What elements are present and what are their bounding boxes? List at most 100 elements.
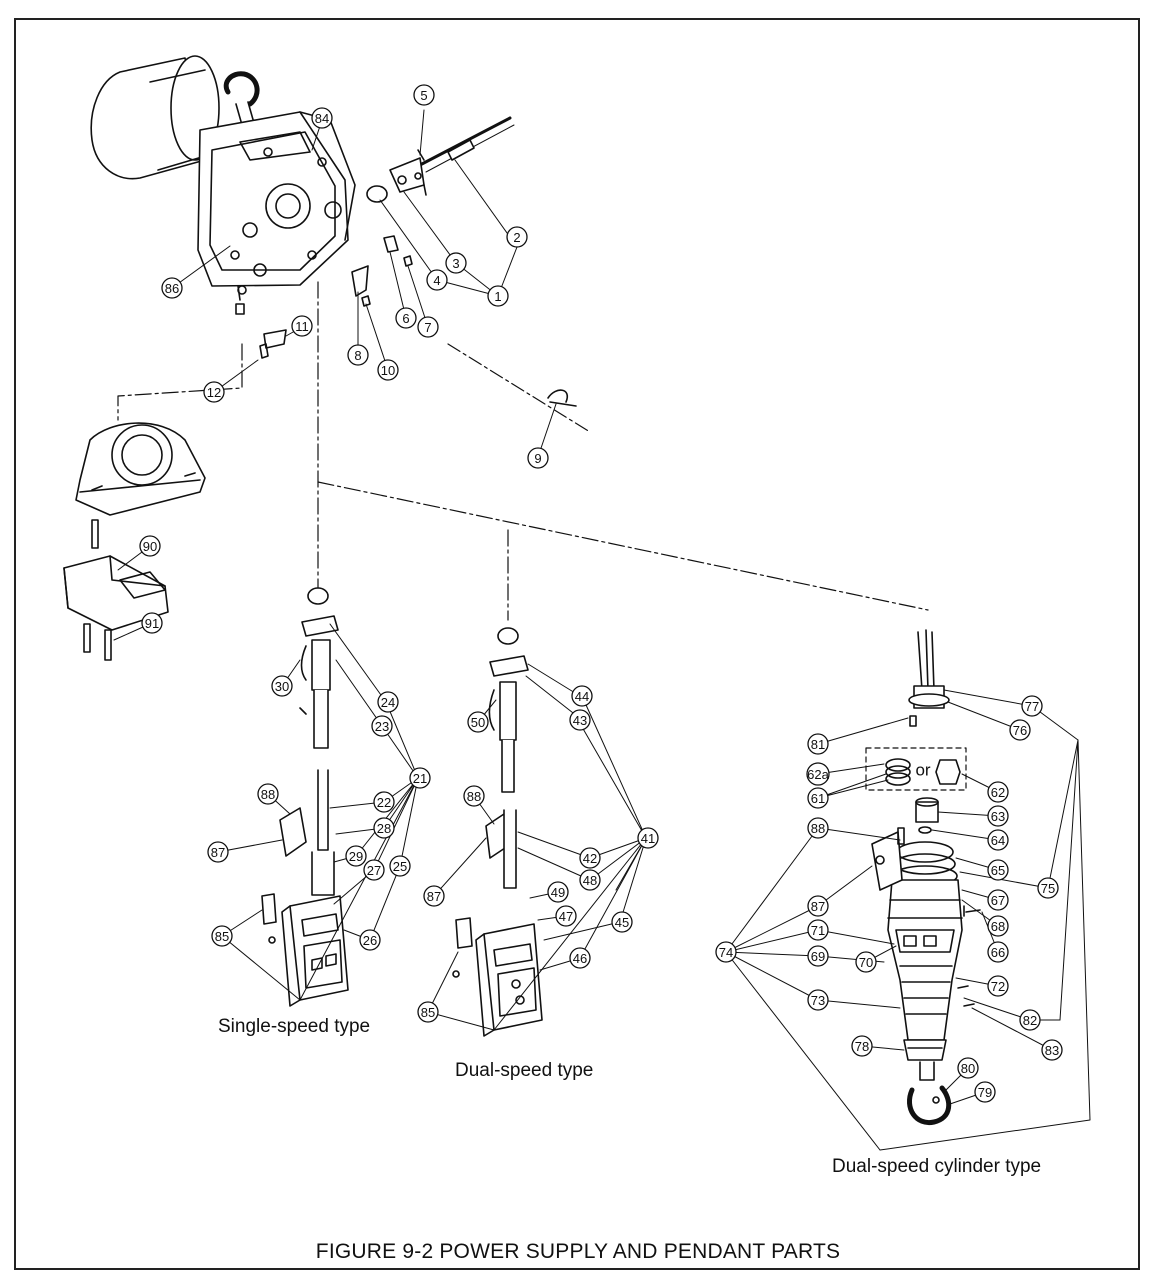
callout-26: 26 [359, 929, 381, 951]
callout-number: 2 [513, 230, 520, 245]
callout-47: 47 [555, 905, 577, 927]
callout-circle [445, 252, 467, 274]
callout-11: 11 [291, 315, 313, 337]
callout-24: 24 [377, 691, 399, 713]
callout-4: 4 [426, 269, 448, 291]
callout-number: 3 [452, 256, 459, 271]
callout-71: 71 [807, 919, 829, 941]
callout-circle [611, 911, 633, 933]
callout-circle [579, 869, 601, 891]
callout-circle [487, 285, 509, 307]
callout-circle [571, 685, 593, 707]
callout-circle [139, 535, 161, 557]
callout-number: 76 [1013, 723, 1027, 738]
callout-number: 84 [315, 111, 329, 126]
callout-circle [957, 1057, 979, 1079]
callout-circle [371, 715, 393, 737]
callout-84: 84 [311, 107, 333, 129]
callout-number: 63 [991, 809, 1005, 824]
callout-circle [389, 855, 411, 877]
callout-1: 1 [487, 285, 509, 307]
callout-number: 85 [215, 929, 229, 944]
hoist-body-drawing [90, 55, 356, 315]
callout-number: 10 [381, 363, 395, 378]
callout-number: 12 [207, 385, 221, 400]
callout-49: 49 [547, 881, 569, 903]
callout-circle [395, 307, 417, 329]
callout-number: 90 [143, 539, 157, 554]
callout-number: 30 [275, 679, 289, 694]
callout-number: 67 [991, 893, 1005, 908]
callout-circle [203, 381, 225, 403]
callout-number: 25 [393, 859, 407, 874]
callout-circle [347, 344, 369, 366]
callout-circle [807, 817, 829, 839]
callout-88: 88 [807, 817, 829, 839]
callout-29: 29 [345, 845, 367, 867]
callout-7: 7 [417, 316, 439, 338]
callout-circle [207, 841, 229, 863]
callout-number: 46 [573, 951, 587, 966]
callout-number: 75 [1041, 881, 1055, 896]
callout-72: 72 [987, 975, 1009, 997]
callout-10: 10 [377, 359, 399, 381]
caption-dual-speed: Dual-speed type [455, 1060, 594, 1081]
callout-number: 9 [534, 451, 541, 466]
dual-speed-cylinder-pendant-drawing [865, 629, 981, 1126]
callout-circle [1019, 1009, 1041, 1031]
callout-87: 87 [423, 885, 445, 907]
callout-85: 85 [211, 925, 233, 947]
caption-dual-speed-cylinder: Dual-speed cylinder type [832, 1156, 1042, 1177]
callout-62a: 62a [806, 762, 830, 786]
callout-82: 82 [1019, 1009, 1041, 1031]
callout-number: 49 [551, 885, 565, 900]
callout-number: 68 [991, 919, 1005, 934]
callout-number: 21 [413, 771, 427, 786]
callout-28: 28 [373, 817, 395, 839]
callout-circle [987, 915, 1009, 937]
callout-number: 83 [1045, 1043, 1059, 1058]
callout-66: 66 [987, 941, 1009, 963]
callout-8: 8 [347, 344, 369, 366]
callout-number: 27 [367, 863, 381, 878]
callout-62: 62 [987, 781, 1009, 803]
callout-30: 30 [271, 675, 293, 697]
callout-number: 80 [961, 1061, 975, 1076]
callout-number: 62 [991, 785, 1005, 800]
figure-title: FIGURE 9-2 POWER SUPPLY AND PENDANT PART… [315, 1240, 841, 1263]
callout-circle [1041, 1039, 1063, 1061]
callout-circle [141, 612, 163, 634]
callout-number: 74 [719, 945, 733, 960]
callout-circle [987, 805, 1009, 827]
callout-number: 50 [471, 715, 485, 730]
callout-number: 61 [811, 791, 825, 806]
supply-cable-drawing [418, 116, 512, 167]
callout-number: 79 [978, 1085, 992, 1100]
callout-number: 7 [424, 320, 431, 335]
callout-50: 50 [467, 711, 489, 733]
callout-circle [271, 675, 293, 697]
callout-75: 75 [1037, 877, 1059, 899]
callout-circle [987, 829, 1009, 851]
callout-number: 41 [641, 831, 655, 846]
callout-6: 6 [395, 307, 417, 329]
callout-circle [311, 107, 333, 129]
callout-circle [413, 84, 435, 106]
callout-91: 91 [141, 612, 163, 634]
callout-circle [715, 941, 737, 963]
callout-circle [807, 919, 829, 941]
callout-number: 91 [145, 616, 159, 631]
callout-circle [807, 787, 829, 809]
callout-circle [579, 847, 601, 869]
dual-speed-pendant-drawing [452, 627, 543, 1037]
callout-circle [569, 947, 591, 969]
callout-85: 85 [417, 1001, 439, 1023]
callout-25: 25 [389, 855, 411, 877]
callout-68: 68 [987, 915, 1009, 937]
callout-79: 79 [974, 1081, 996, 1103]
callout-number: 23 [375, 719, 389, 734]
callout-number: 69 [811, 949, 825, 964]
callout-circle [345, 845, 367, 867]
callout-5: 5 [413, 84, 435, 106]
callout-circle [1021, 695, 1043, 717]
